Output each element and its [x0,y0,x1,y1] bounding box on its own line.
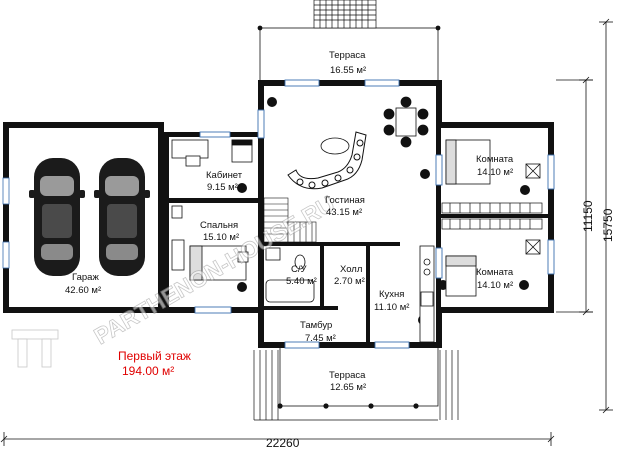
room-2-area: 14.10 м² [477,280,513,291]
living-name: Гостиная [325,195,365,206]
bedroom-name: Спальня [200,220,238,231]
living-area: 43.15 м² [326,207,362,218]
car-left-icon [29,158,85,276]
kitchen-name: Кухня [379,289,404,300]
watermark-logo-icon [11,329,59,368]
windows [194,79,555,349]
room1-furniture [445,139,541,185]
dimension-lines [0,18,613,446]
kitchen-area: 11.10 м² [374,302,409,313]
vestibule-name: Тамбур [300,320,332,331]
main-depth-dimension: 11150 [581,200,595,232]
bedroom-area: 15.10 м² [203,232,239,243]
room-labels: Терраса 16.55 м² Кабинет 9.15 м² Гостина… [65,50,514,393]
cabinet-furniture [171,139,253,167]
total-width-dimension: 22260 [266,436,300,450]
kitchen-fixtures [419,245,435,343]
cabinet-area: 9.15 м² [207,182,238,193]
room-1-name: Комната [476,154,514,165]
terrace-bottom-area: 12.65 м² [330,382,366,393]
sofa-icon [287,131,367,190]
garage-doors [2,177,10,269]
garage-walls [3,122,164,313]
car-right-icon [94,158,150,276]
garage-name: Гараж [72,272,99,283]
bathroom-name: С/У [291,264,308,275]
hall-name: Холл [340,264,362,275]
stairs-icon [263,197,317,243]
steps-bottom [253,350,459,421]
room-1-area: 14.10 м² [477,167,513,178]
room2-furniture [445,239,541,297]
vestibule-area: 7.45 м² [305,333,336,344]
bathroom-fixtures [265,247,315,303]
coffee-table-icon [320,137,350,155]
room-2-name: Комната [476,267,514,278]
total-depth-dimension: 15750 [601,208,615,242]
terrace-bottom-name: Терраса [329,370,366,381]
dining-table-icon [383,96,429,148]
garage-area: 42.60 м² [65,285,101,296]
terrace-top [257,0,441,83]
cabinet-name: Кабинет [206,170,243,181]
steps-top [313,0,377,29]
terrace-top-area: 16.55 м² [330,65,366,76]
bedroom-furniture [171,205,249,281]
bathroom-area: 5.40 м² [286,276,317,287]
terrace-bottom [253,345,459,421]
floor-title: Первый этаж [118,349,191,363]
hall-area: 2.70 м² [334,276,365,287]
terrace-top-name: Терраса [329,50,366,61]
floor-total-area: 194.00 м² [122,364,174,378]
wardrobes [441,202,543,230]
